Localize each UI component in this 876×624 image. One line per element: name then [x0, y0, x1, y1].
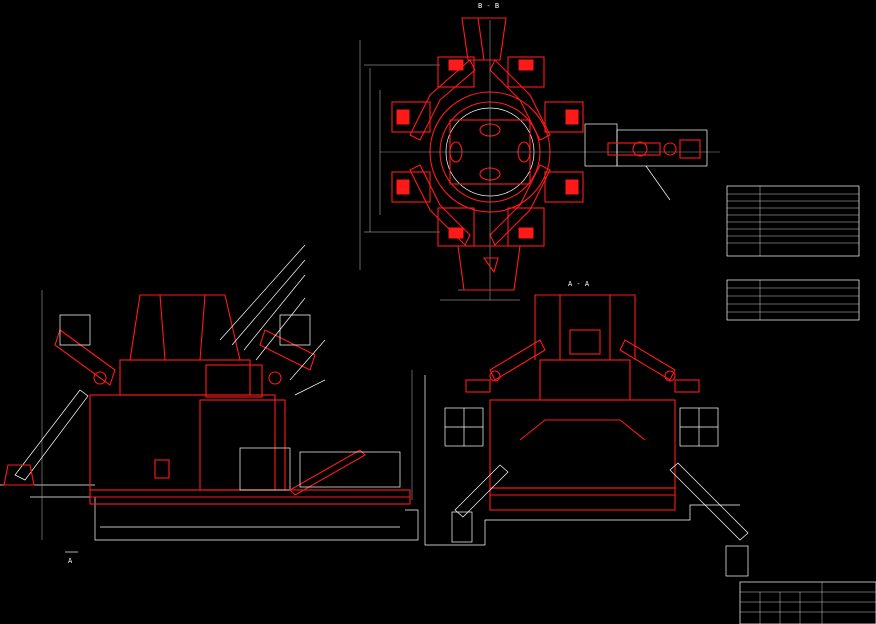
leader-2 [231, 259, 306, 346]
section-label-a-a: A - A [568, 280, 590, 288]
tech-table-1 [726, 185, 860, 257]
right-conveyor-left [454, 464, 509, 518]
arm-sw [409, 164, 471, 246]
pivot-left [93, 371, 107, 385]
right-main-housing [489, 399, 676, 489]
actuator-left [59, 314, 91, 346]
upper-housing [119, 359, 251, 396]
title-block-border [739, 581, 876, 624]
right-foundation [424, 375, 740, 546]
right-pivot-left [489, 370, 501, 382]
foundation-outline [94, 497, 419, 541]
right-stub-right [674, 379, 700, 393]
left-conveyor-support [3, 464, 35, 486]
right-conveyor-right [669, 462, 749, 541]
arm-se [489, 164, 551, 246]
top-plan-view: B - B [359, 2, 720, 301]
right-inner-roof [519, 419, 646, 441]
frame-w-top [391, 101, 431, 133]
frame-n-left [437, 56, 475, 88]
right-hopper-window [569, 329, 601, 355]
block-n1 [448, 59, 464, 71]
motor-box [239, 447, 291, 491]
right-base [489, 487, 676, 511]
side-housing [199, 399, 286, 491]
block-n2 [518, 59, 534, 71]
frame-n-right [507, 56, 545, 88]
pivot-right [268, 371, 282, 385]
right-conveyor [289, 449, 366, 496]
block-w1 [396, 109, 410, 125]
drive-bearing [663, 142, 677, 156]
right-hopper [534, 294, 636, 360]
drive-housing [584, 123, 618, 167]
arm-right-1 [259, 329, 316, 371]
title-block [739, 581, 876, 624]
tech-table-2 [726, 279, 860, 321]
tech-table-2-border [726, 279, 860, 321]
leader-6 [294, 379, 326, 396]
drive-frame [616, 129, 708, 167]
main-housing [89, 394, 276, 491]
section-mark-a: A [68, 557, 73, 565]
frame-s-right [507, 207, 545, 247]
block-e2 [565, 179, 579, 195]
right-equipment-frame [299, 451, 401, 488]
actuator-right [279, 314, 311, 346]
leader-drive [645, 165, 671, 201]
right-stub-left [465, 379, 491, 393]
block-s1 [448, 227, 464, 239]
right-upper-housing [539, 359, 631, 401]
frame-s-left [437, 207, 475, 247]
right-arm-right [619, 339, 676, 381]
right-pivot-right [664, 370, 676, 382]
hopper-rib-2 [199, 294, 206, 361]
right-arm-left [489, 339, 546, 381]
frame-w-bottom [391, 171, 431, 203]
left-elevation-view: A [0, 244, 419, 565]
right-hopper-left [451, 511, 473, 543]
frame-e-top [544, 101, 584, 133]
drive-coupling [632, 141, 648, 157]
leader-5 [289, 339, 326, 381]
block-e1 [565, 109, 579, 125]
gear-unit [205, 364, 263, 398]
block-s2 [518, 227, 534, 239]
arm-left-1 [54, 329, 116, 386]
hopper-rib-1 [159, 294, 166, 361]
leader-3 [243, 274, 306, 351]
drive-shaft [607, 142, 661, 156]
leader-1 [219, 244, 306, 341]
frame-e-bottom [544, 171, 584, 203]
right-elevation-view: A - A [411, 280, 749, 577]
arm-nw [409, 59, 476, 141]
chute-north-inner [477, 17, 485, 61]
leader-4 [255, 297, 306, 361]
chute-south [457, 245, 521, 291]
right-hopper-right [725, 545, 749, 577]
drive-motor [679, 139, 701, 159]
chute-north [461, 17, 507, 61]
block-w2 [396, 179, 410, 195]
inspection-door [154, 459, 170, 479]
hopper [129, 294, 241, 361]
section-label-b-b: B - B [478, 2, 499, 10]
left-conveyor [14, 389, 89, 481]
chute-south-arrow [482, 257, 499, 274]
tech-table-1-border [726, 185, 860, 257]
